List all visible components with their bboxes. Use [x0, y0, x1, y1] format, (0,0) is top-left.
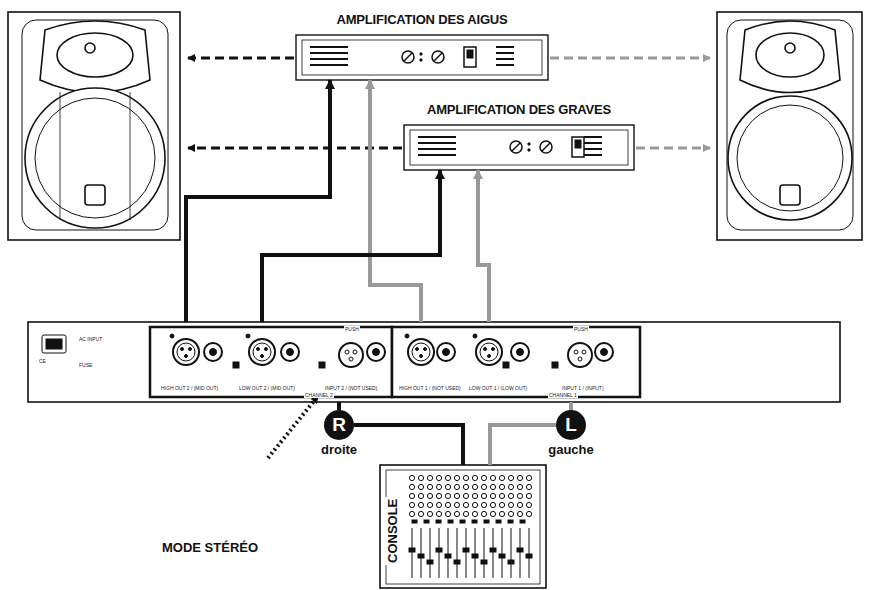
crossover-rack [28, 322, 840, 402]
node-text: HIGH OUT 2 / (MID OUT) [160, 385, 219, 391]
amplifier-bass: AMPLIFICATION DES GRAVES [404, 102, 634, 170]
node-text: AMPLIFICATION DES AIGUS [337, 12, 508, 27]
speaker-left [8, 12, 180, 240]
node-text: LOW OUT 2 / (MID OUT) [238, 385, 296, 391]
signal-cable [490, 425, 556, 465]
channel-left: Lgauche [546, 410, 596, 458]
amplifier-body [296, 35, 634, 170]
signal-cable [354, 425, 463, 465]
node-text: CE [38, 358, 47, 364]
speaker-right [717, 12, 862, 240]
signal-cable [337, 402, 341, 410]
node-text: INPUT 1 / (INPUT) [561, 385, 605, 391]
node-text: INPUT 2 / (NOT USED) [324, 385, 378, 391]
crossover-unit: CE AC INPUT FUSE HIGH OUT 2 / (MID OUT) LOW … [28, 322, 840, 402]
node-text: LOW OUT 1 / (LOW OUT) [468, 385, 528, 391]
channel-right: Rdroite [314, 410, 364, 458]
signal-cable [186, 80, 330, 322]
node-text: PUSH [573, 326, 589, 332]
console-controls [409, 475, 532, 578]
signal-cable [569, 402, 573, 410]
connector-jack [170, 334, 613, 368]
node-text: L [556, 410, 586, 440]
node-text: CHANNEL 1 [548, 392, 578, 398]
amplifier-treble: AMPLIFICATION DES AIGUS [296, 12, 548, 80]
mixing-console: CONSOLE [380, 465, 546, 588]
mixing-console [380, 465, 546, 588]
node-text: AC INPUT [78, 336, 103, 342]
signal-cable [478, 170, 489, 322]
node-text: PUSH [344, 326, 360, 332]
node-text: R [324, 410, 354, 440]
pointer-arrow [268, 396, 318, 458]
signal-cable [370, 80, 421, 322]
node-text: FUSE [78, 362, 93, 368]
signal-cable [262, 170, 440, 322]
node-text: droite [321, 442, 357, 457]
annotation-label: MODE STÉRÉO [162, 540, 258, 555]
node-text: AMPLIFICATION DES GRAVES [427, 102, 611, 117]
speaker-wire [188, 58, 710, 148]
node-text: CONSOLE [385, 497, 400, 565]
node-text: gauche [548, 442, 594, 457]
node-text: CHANNEL 2 [304, 392, 334, 398]
node-text: HIGH OUT 1 / (NOT USED) [398, 385, 462, 391]
